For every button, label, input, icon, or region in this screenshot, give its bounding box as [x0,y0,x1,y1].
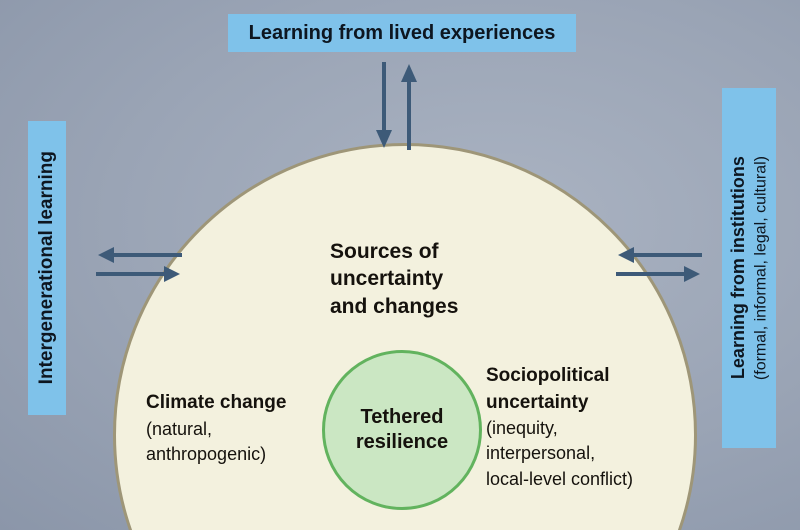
tethered-resilience-circle: Tethered resilience [322,350,482,510]
sociopolitical-block: Sociopolitical uncertainty (inequity, in… [486,363,633,492]
label-institutions-sub: (formal, informal, legal, cultural) [752,155,770,381]
label-institutions-title: Learning from institutions [728,156,749,380]
climate-change-title: Climate change [146,392,287,413]
arrow-left-icon [618,247,702,263]
arrow-down-icon [376,62,392,148]
label-learning-institutions: Learning from institutions (formal, info… [722,88,776,448]
arrow-right-icon [96,266,180,282]
label-lived-experiences: Learning from lived experiences [228,14,576,52]
sociopolitical-title: Sociopolitical uncertainty [486,365,610,413]
label-intergenerational-text: Intergenerational learning [36,151,58,385]
arrow-right-icon [616,266,700,282]
climate-change-block: Climate change (natural, anthropogenic) [146,390,286,467]
sources-title: Sources of uncertainty and changes [330,240,459,318]
climate-change-sub: (natural, anthropogenic) [146,418,267,464]
label-lived-experiences-text: Learning from lived experiences [248,21,556,44]
arrow-up-icon [401,64,417,150]
arrow-left-icon [98,247,182,263]
label-intergenerational-learning: Intergenerational learning [28,121,66,415]
sociopolitical-sub: (inequity, interpersonal, local-level co… [486,418,634,489]
tethered-resilience-label: Tethered resilience [355,406,449,453]
